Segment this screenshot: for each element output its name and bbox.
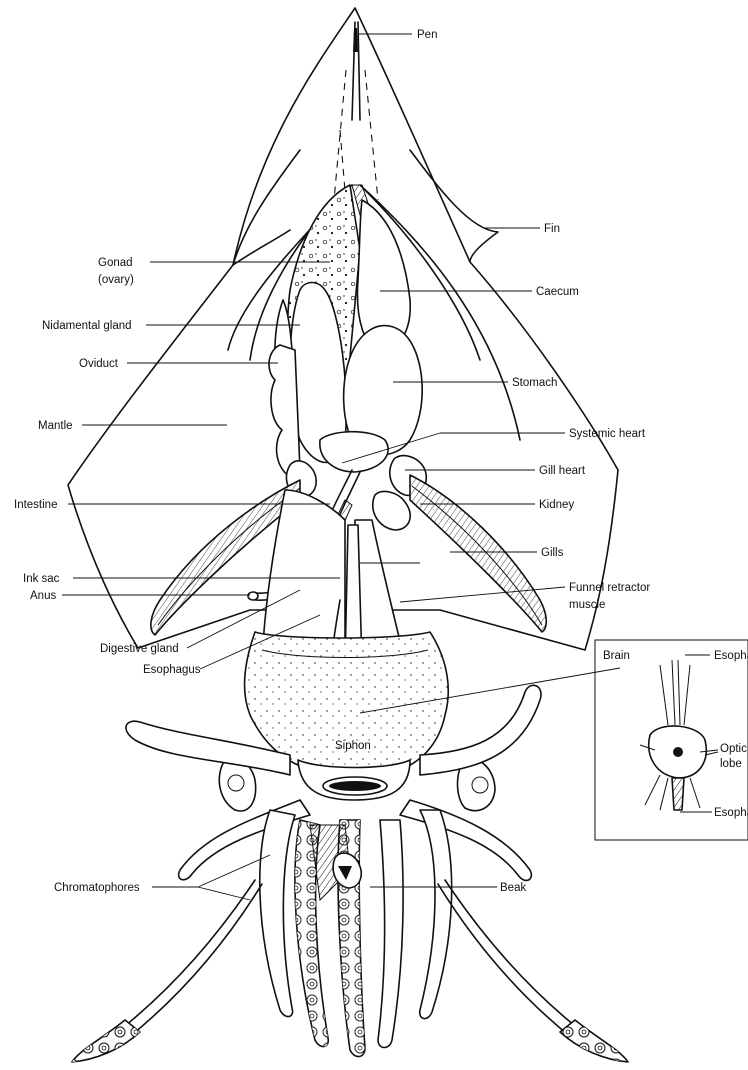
label-beak: Beak: [500, 882, 526, 894]
inset-label-brain: Brain: [603, 650, 630, 662]
label-intestine: Intestine: [14, 499, 57, 511]
label-ovary: (ovary): [98, 274, 134, 286]
label-funnel-retractor-muscle: muscle: [569, 599, 605, 611]
label-anus: Anus: [30, 590, 56, 602]
label-gills: Gills: [541, 547, 564, 559]
label-funnel-retractor: Funnel retractor: [569, 582, 650, 594]
label-caecum: Caecum: [536, 286, 579, 298]
label-gonad: Gonad: [98, 257, 133, 269]
label-gill-heart: Gill heart: [539, 465, 586, 477]
label-stomach: Stomach: [512, 377, 557, 389]
label-ink-sac: Ink sac: [23, 573, 60, 585]
inset-label-optic: Optic: [720, 743, 747, 755]
label-nidamental-gland: Nidamental gland: [42, 320, 132, 332]
label-chromatophores: Chromatophores: [54, 882, 140, 894]
label-pen: Pen: [417, 29, 437, 41]
label-mantle: Mantle: [38, 420, 73, 432]
label-digestive-gland: Digestive gland: [100, 643, 179, 655]
label-oviduct: Oviduct: [79, 358, 119, 370]
inset-label-lobe: lobe: [720, 758, 742, 770]
inset-label-esophagus-bottom: Esophagus: [714, 807, 748, 819]
label-siphon: Siphon: [335, 740, 371, 752]
label-esophagus: Esophagus: [143, 664, 201, 676]
label-kidney: Kidney: [539, 499, 574, 511]
label-fin: Fin: [544, 223, 560, 235]
label-systemic-heart: Systemic heart: [569, 428, 646, 440]
inset-label-esophagus-top: Esophagus: [714, 650, 748, 662]
